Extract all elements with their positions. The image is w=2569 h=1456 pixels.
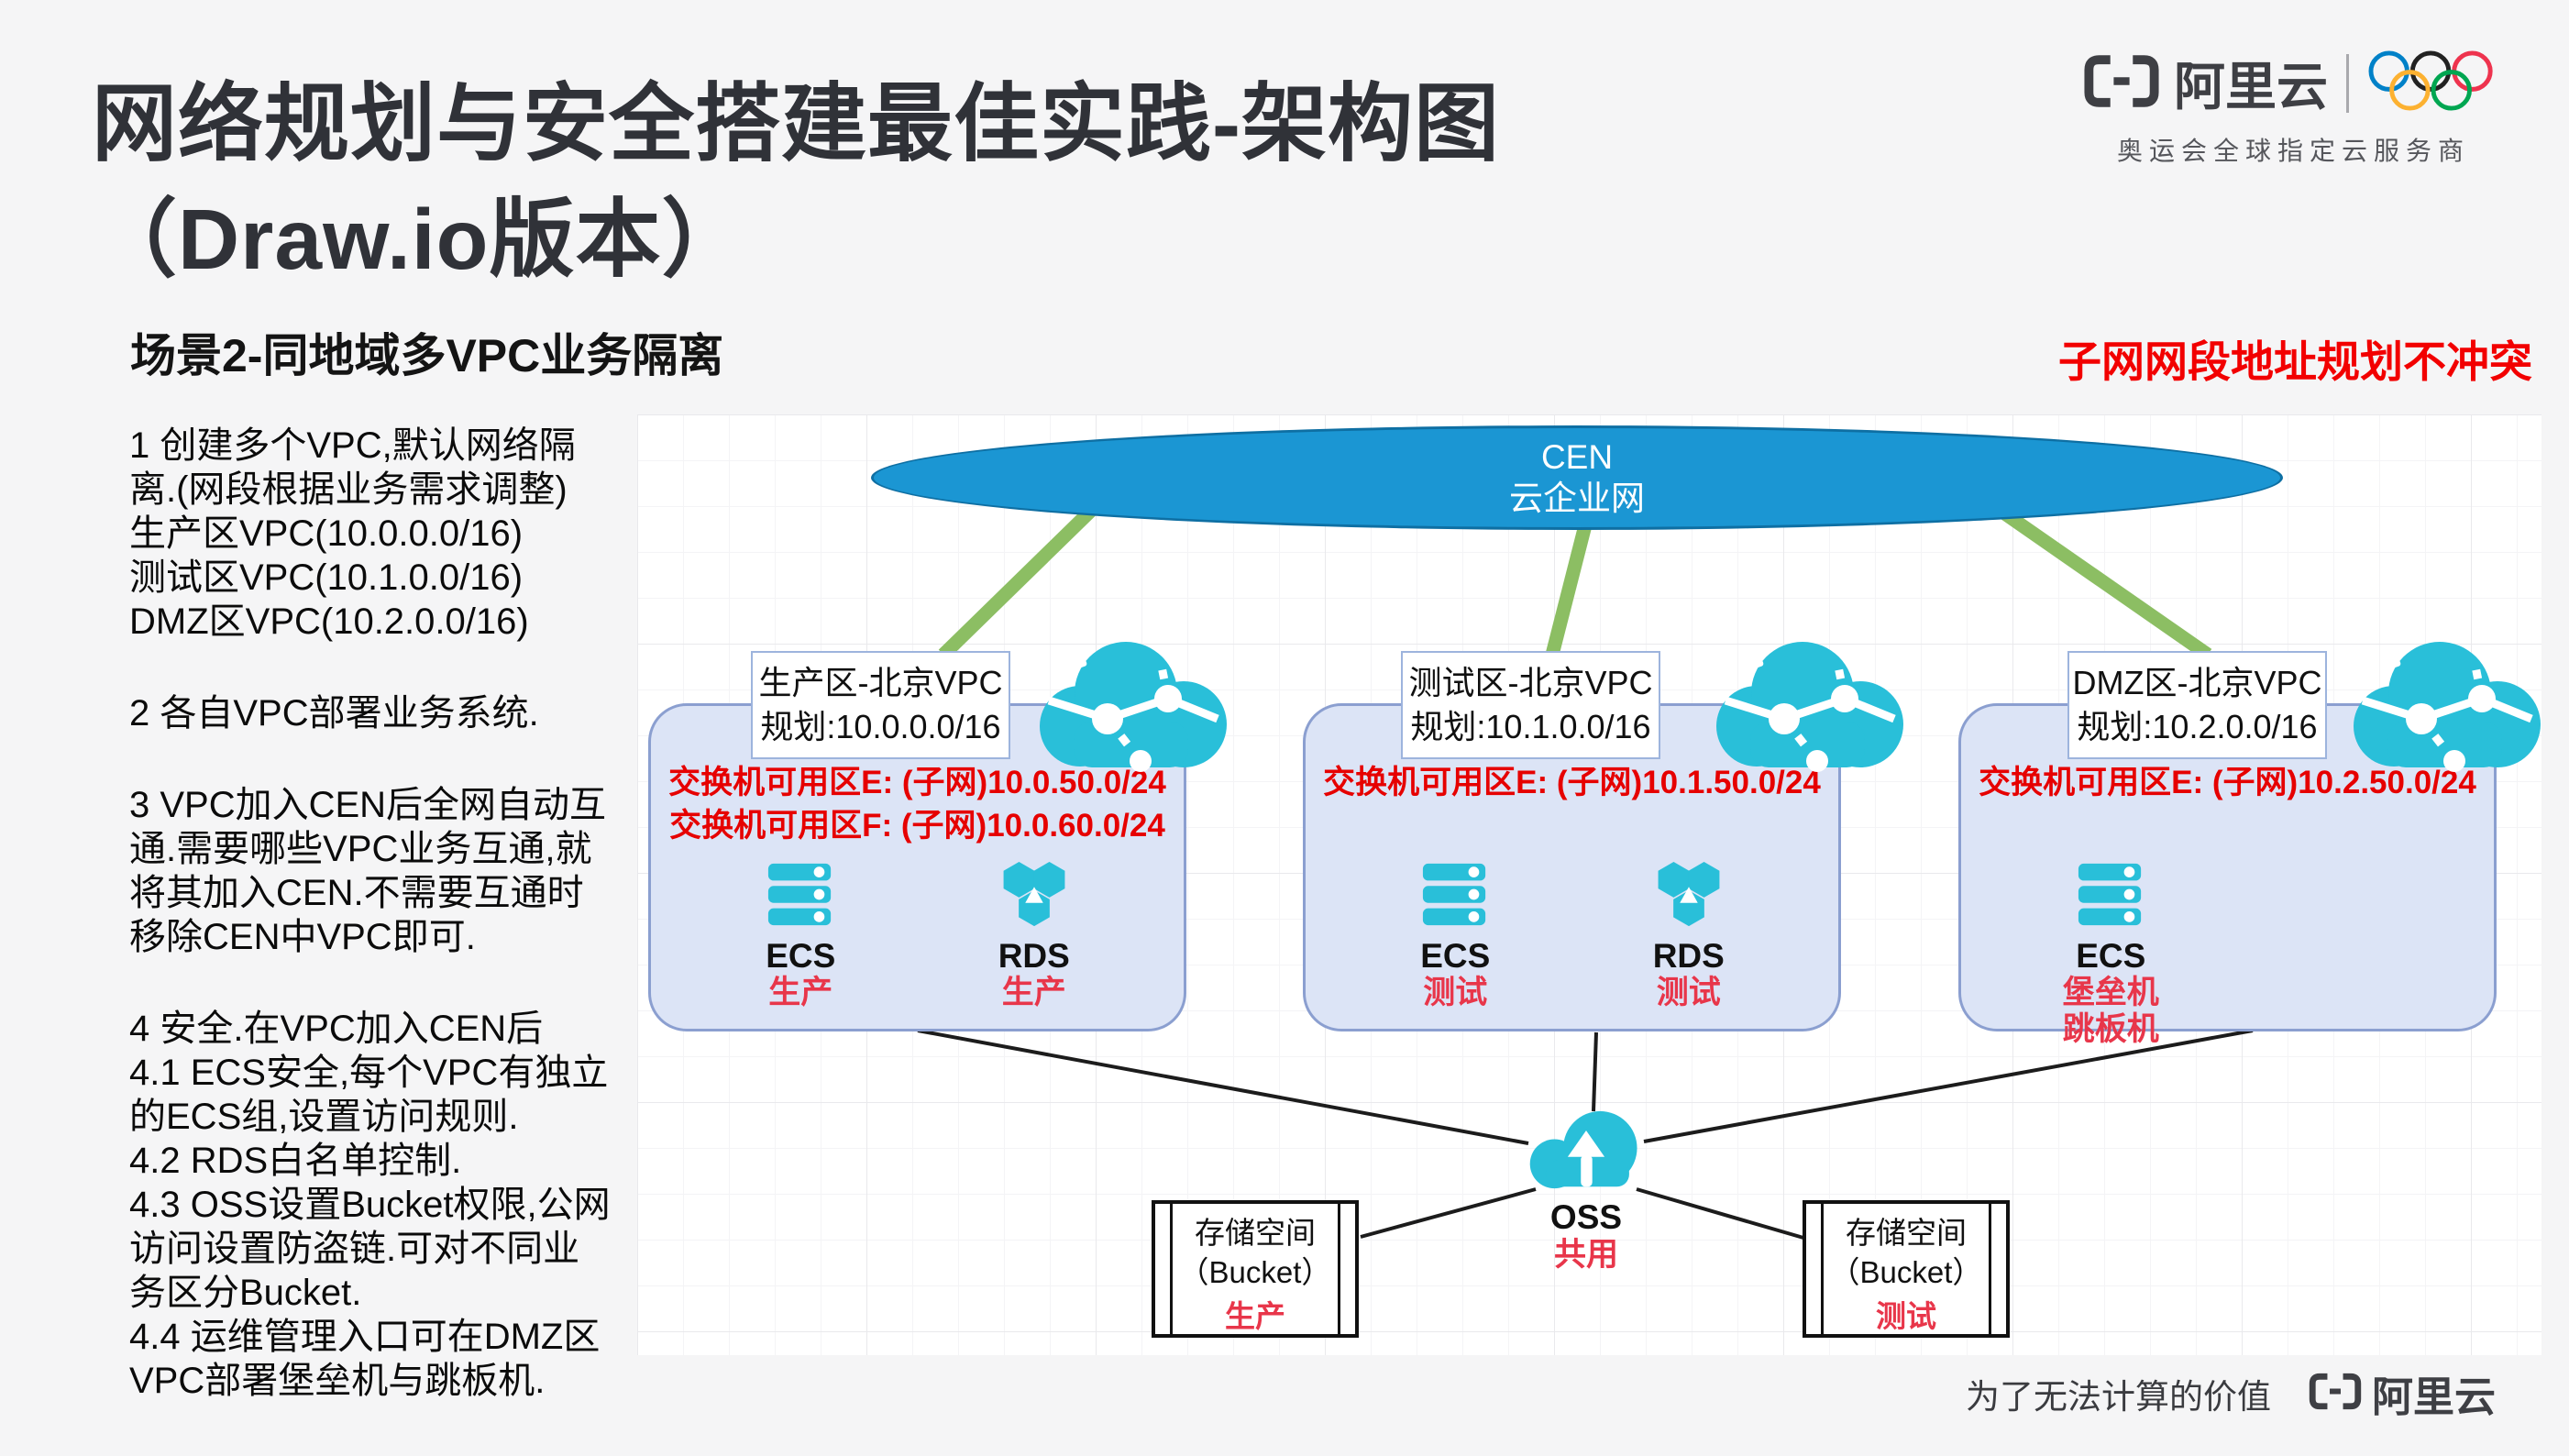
switch-line: 交换机可用区E: (子网)10.0.50.0/24 <box>668 765 1166 800</box>
vpc-label-production: 生产区-北京VPC 规划:10.0.0.0/16 <box>751 651 1010 759</box>
vpc-plan: 规划:10.1.0.0/16 <box>1410 708 1651 745</box>
rds-node: RDS 测试 <box>1572 860 1806 1011</box>
ecs-label: ECS <box>2076 937 2146 975</box>
rds-label: RDS <box>1652 937 1725 975</box>
header-brand-name: 阿里云 <box>2174 58 2328 116</box>
alibaba-cloud-logo-icon <box>2082 54 2161 113</box>
vpc-dmz-switches: 交换机可用区E: (子网)10.2.50.0/24 <box>1961 761 2494 804</box>
switch-line: 交换机可用区F: (子网)10.0.60.0/24 <box>669 808 1165 844</box>
vpc-plan: 规划:10.2.0.0/16 <box>2077 708 2318 745</box>
bucket-box-test: 存储空间 （Bucket） 测试 <box>1803 1200 2010 1338</box>
vpc-test-nodes: ECS 测试 RDS <box>1339 860 1805 1011</box>
bucket-line1: 存储空间 <box>1846 1216 1967 1250</box>
cen-title: CEN <box>1540 438 1614 476</box>
rds-node: RDS 生产 <box>918 860 1152 1011</box>
bucket-role: 生产 <box>1225 1299 1285 1333</box>
header-brand: 阿里云 奥运会全球指定云服务商 <box>2082 46 2505 168</box>
vpc-production-switches: 交换机可用区E: (子网)10.0.50.0/24 交换机可用区F: (子网)1… <box>651 761 1184 847</box>
vpc-plan: 规划:10.0.0.0/16 <box>760 708 1001 745</box>
note-paragraph-1: 1 创建多个VPC,默认网络隔 离.(网段根据业务需求调整) 生产区VPC(10… <box>129 425 576 642</box>
vpc-cloud-icon <box>2336 634 2549 772</box>
cen-ellipse: CEN 云企业网 <box>871 425 2283 530</box>
vpc-cloud-icon <box>1699 634 1912 772</box>
ecs-role: 堡垒机 跳板机 <box>2062 975 2159 1047</box>
oss-role: 共用 <box>1553 1237 1618 1273</box>
notes-panel: 1 创建多个VPC,默认网络隔 离.(网段根据业务需求调整) 生产区VPC(10… <box>129 424 670 1450</box>
vpc-name: 生产区-北京VPC <box>758 664 1003 701</box>
vpc-test-switches: 交换机可用区E: (子网)10.1.50.0/24 <box>1306 761 1838 804</box>
rds-label: RDS <box>998 937 1070 975</box>
note-paragraph-2: 2 各自VPC部署业务系统. <box>129 693 539 734</box>
olympic-rings-icon <box>2367 48 2505 119</box>
vpc-name: 测试区-北京VPC <box>1408 664 1653 701</box>
vpc-label-dmz: DMZ区-北京VPC 规划:10.2.0.0/16 <box>2067 651 2327 759</box>
header-subtitle: 奥运会全球指定云服务商 <box>2116 137 2470 165</box>
rds-icon <box>999 860 1069 934</box>
vpc-production-nodes: ECS 生产 RDS <box>684 860 1151 1011</box>
ecs-label: ECS <box>1420 937 1491 975</box>
cen-subtitle: 云企业网 <box>1509 480 1645 517</box>
bucket-line2: （Bucket） <box>1829 1255 1983 1289</box>
alibaba-cloud-logo-icon <box>2308 1373 2363 1415</box>
switch-line: 交换机可用区E: (子网)10.2.50.0/24 <box>1979 765 2476 800</box>
footer-slogan: 为了无法计算的价值 <box>1965 1377 2271 1416</box>
oss-label: OSS <box>1549 1198 1623 1236</box>
ecs-node: ECS 测试 <box>1339 860 1572 1011</box>
bucket-line2: （Bucket） <box>1178 1255 1332 1289</box>
page-title-line2: （Draw.io版本） <box>92 192 748 287</box>
ecs-icon <box>1420 860 1490 934</box>
page-title: 网络规划与安全搭建最佳实践-架构图 （Draw.io版本） <box>92 66 1500 297</box>
note-paragraph-4: 4 安全.在VPC加入CEN后 4.1 ECS安全,每个VPC有独立 的ECS组… <box>129 1009 611 1401</box>
header-brand-row: 阿里云 <box>2082 46 2505 120</box>
page-title-line1: 网络规划与安全搭建最佳实践-架构图 <box>92 76 1500 171</box>
ecs-node: ECS 生产 <box>684 860 918 1011</box>
bucket-role: 测试 <box>1876 1299 1936 1333</box>
subnet-note: 子网网段地址规划不冲突 <box>2058 337 2532 386</box>
ecs-label: ECS <box>766 937 836 975</box>
oss-node: OSS 共用 <box>1510 1109 1662 1274</box>
vpc-dmz-nodes: ECS 堡垒机 跳板机 <box>1994 860 2461 1048</box>
connector-lines <box>917 498 2254 1240</box>
scene-heading: 场景2-同地域多VPC业务隔离 <box>130 330 724 381</box>
ecs-node: ECS 堡垒机 跳板机 <box>1994 860 2228 1048</box>
footer-brand: 阿里云 <box>2308 1363 2496 1423</box>
header-divider <box>2346 53 2349 113</box>
ecs-role: 生产 <box>768 975 833 1010</box>
rds-role: 测试 <box>1656 975 1721 1010</box>
bucket-line1: 存储空间 <box>1195 1216 1316 1250</box>
vpc-cloud-icon <box>1022 634 1235 772</box>
note-paragraph-3: 3 VPC加入CEN后全网自动互 通.需要哪些VPC业务互通,就 将其加入CEN… <box>129 785 607 957</box>
ecs-icon <box>2076 860 2145 934</box>
vpc-label-test: 测试区-北京VPC 规划:10.1.0.0/16 <box>1401 651 1660 759</box>
rds-role: 生产 <box>1001 975 1066 1010</box>
footer-brand-name: 阿里云 <box>2371 1373 2496 1420</box>
oss-cloud-icon <box>1526 1109 1647 1197</box>
rds-icon <box>1654 860 1724 934</box>
diagram-canvas: CEN 云企业网 交换机可用区E: (子网)10.0.50.0/24 交换机可用… <box>637 414 2541 1355</box>
ecs-icon <box>766 860 835 934</box>
footer: 为了无法计算的价值 阿里云 <box>1966 1363 2496 1423</box>
switch-line: 交换机可用区E: (子网)10.1.50.0/24 <box>1323 765 1821 800</box>
vpc-name: DMZ区-北京VPC <box>2072 664 2322 701</box>
ecs-role: 测试 <box>1423 975 1488 1010</box>
bucket-box-production: 存储空间 （Bucket） 生产 <box>1152 1200 1359 1338</box>
